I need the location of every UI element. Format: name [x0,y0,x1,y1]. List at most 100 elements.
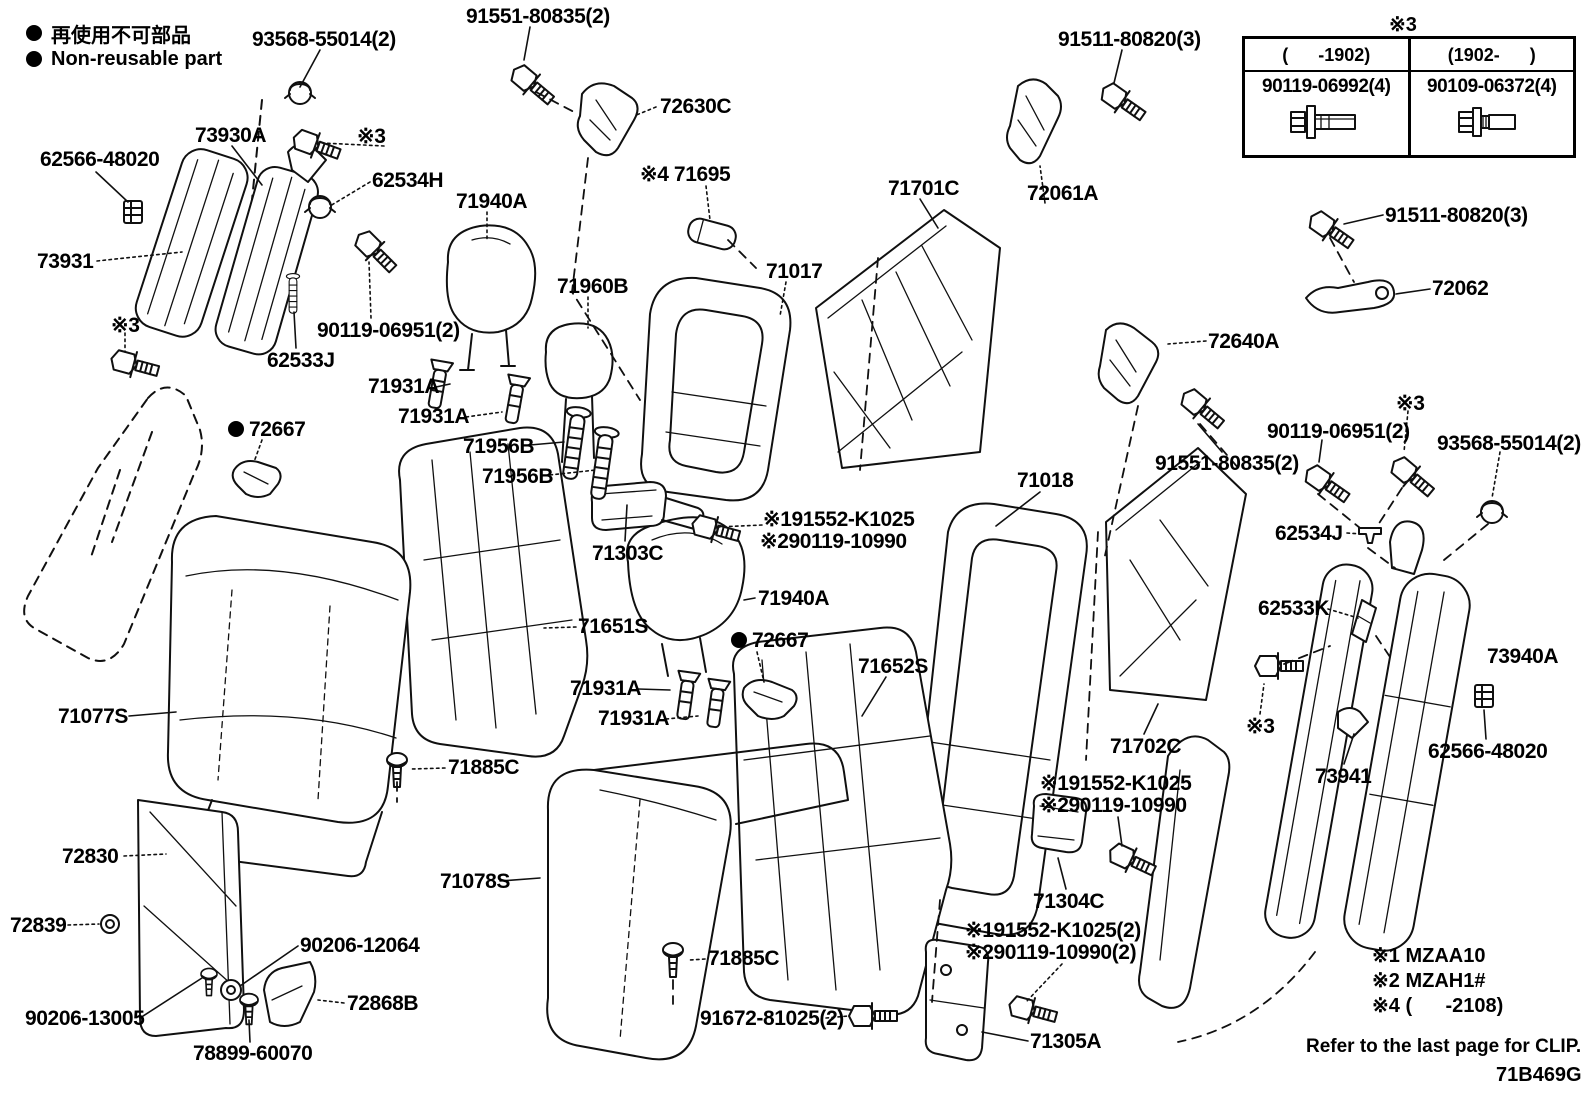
part-label: 71940A [456,190,528,213]
part-label: 90119-06951(2) [317,319,460,342]
spacer-71695 [687,217,737,251]
part-label: 72061A [1027,182,1099,205]
part-label: ※3 [1396,392,1425,415]
part-label: 78899-60070 [193,1042,313,1065]
part-label: 71931A [598,707,670,730]
part-label: 62534J [1275,522,1343,545]
striker-72667-right [741,679,798,720]
part-label: 71651S [578,615,649,638]
striker-72667-left [231,460,282,498]
part-label: ※290119-10990 [1040,794,1187,817]
part-label: ※3 [111,314,140,337]
part-label: 71303C [592,542,664,565]
part-label: 62566-48020 [40,148,160,171]
part-label: 90206-13005 [25,1007,145,1030]
part-label: 71956B [463,435,535,458]
part-label: 73930A [195,124,267,147]
bracket-73941 [1337,707,1369,739]
part-label: 93568-55014(2) [1437,432,1581,455]
part-label: 93568-55014(2) [252,28,396,51]
part-label: ※290119-10990 [760,530,907,553]
non-reusable-dot [731,632,747,648]
legend: 再使用不可部品 Non-reusable part [26,20,222,72]
seatback-pad-71652S [732,626,953,1016]
part-label: 71078S [440,870,511,893]
part-label: ※3 [357,125,386,148]
bracket-72061A [1006,78,1062,165]
side-airbag-73940A [1264,520,1471,952]
drawing-code: 71B469G [1496,1064,1582,1086]
part-label: 72667 [228,419,306,440]
period-header: (1902- ) [1410,39,1573,72]
lever-72062 [1305,279,1396,314]
headrest-71960B-center [544,322,614,463]
seatback-cover-71078S [546,742,849,1061]
armrest-72830 [137,799,245,1037]
part-label: 72630C [660,95,732,118]
period-header: ( -1902) [1245,39,1408,72]
non-reusable-dot [26,25,42,41]
part-label: ※191552-K1025(2) [965,919,1141,942]
legend-en-text: Non-reusable part [51,47,223,70]
legend-line-en: Non-reusable part [26,46,222,72]
hinge-72640A [1097,322,1160,405]
part-label: 71017 [766,260,823,283]
part-label: 62533K [1258,597,1330,620]
part-label: 72667 [731,630,809,651]
footnote: ※1 MZAA10 [1372,945,1486,967]
part-label: 71077S [58,705,129,728]
part-label: 62533J [267,349,335,372]
part-label: 72868B [347,992,419,1015]
part-label: 90206-12064 [300,934,420,957]
side-panel-73930A [214,142,327,356]
part-label: ※4 71695 [640,163,731,186]
hinge-72630C [576,82,639,157]
part-label: 71940A [758,587,830,610]
part-label: 72640A [1208,330,1280,353]
assembly-dashes [396,91,1489,1043]
part-label: 73931 [37,250,94,273]
part-number: 90109-06372(4) [1426,76,1557,97]
flange-bolt-icon [1283,98,1369,155]
part-label: 73941 [1315,765,1372,788]
clip-62533K [1351,599,1377,643]
non-reusable-dot [26,51,42,67]
part-label: 71702C [1110,735,1182,758]
flange-bolt-icon [1449,98,1535,155]
part-label: 71931A [570,677,642,700]
part-label: 71701C [888,177,960,200]
part-label: 71652S [858,655,929,678]
part-label: 90119-06951(2) [1267,420,1410,443]
part-label: ※191552-K1025 [1040,772,1192,795]
part-label: 71304C [1033,890,1105,913]
part-label: 71885C [708,947,780,970]
table-note: ※3 [1389,14,1417,36]
part-label: 71931A [368,375,440,398]
footnote: ※4 ( -2108) [1372,995,1504,1017]
part-label: 91511-80820(3) [1058,28,1201,51]
footnotes: ※1 MZAA10※2 MZAH1#※4 ( -2108) [1372,944,1503,1019]
part-label: 72062 [1432,277,1489,300]
quarter-trim-outline [1138,735,1231,1009]
seatback-board-71701C [815,209,1001,469]
part-label: 91511-80820(3) [1385,204,1528,227]
seatback-board-71702C [1105,447,1247,701]
part-label: 91551-80835(2) [1155,452,1299,475]
part-label: 72830 [62,845,119,868]
part-label: ※3 [1246,715,1275,738]
headrest-71940A-left [445,224,537,371]
legend-line-jp: 再使用不可部品 [26,20,222,47]
table-column-after-1902: (1902- ) 90109-06372(4) [1407,39,1573,155]
part-label: 73940A [1487,645,1559,668]
bolt-reference-table: ※3 ( -1902) 90119-06992(4) (1902- ) 9010… [1242,14,1576,158]
bracket-71304C [1030,793,1088,854]
legend-jp-text: 再使用不可部品 [51,24,191,47]
seatback-cover-71077S [166,515,412,878]
cover-72868B [263,961,317,1027]
part-label: 62566-48020 [1428,740,1548,763]
bracket-71305A [924,938,990,1062]
part-label: ※290119-10990(2) [965,941,1137,964]
